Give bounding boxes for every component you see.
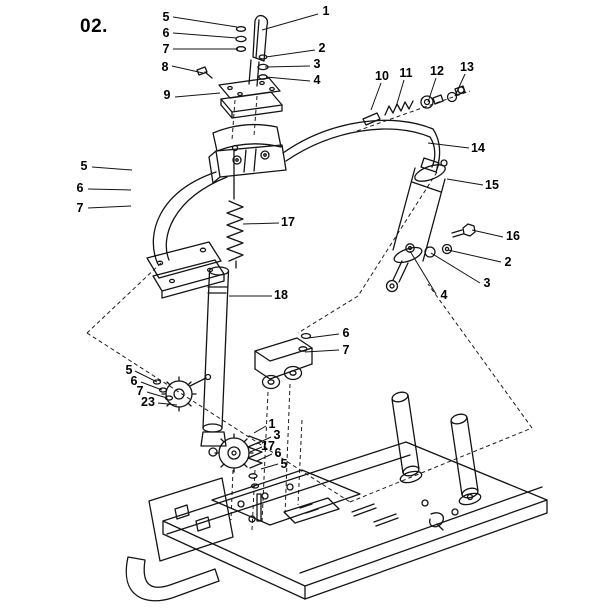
callout-13-linkage: 13 [460, 59, 474, 74]
callout-6-handle: 6 [162, 25, 170, 40]
callout-1-handle: 1 [322, 3, 330, 18]
callout-8-handle: 8 [161, 59, 169, 74]
callout-1-base: 1 [268, 416, 276, 431]
callout-4-handle: 4 [313, 72, 321, 87]
callout-5-handle: 5 [162, 9, 170, 24]
callout-11-linkage: 11 [399, 65, 413, 80]
callout-7-frame: 7 [76, 200, 84, 215]
callout-10-linkage: 10 [375, 68, 389, 83]
callout-17-base: 17 [261, 438, 275, 453]
callout-6-base: 6 [274, 445, 282, 460]
callout-3-handle: 3 [313, 56, 321, 71]
callout-5-frame: 5 [80, 158, 88, 173]
callout-6-frame: 6 [76, 180, 84, 195]
callout-6-gear: 6 [130, 373, 138, 388]
callout-4-cylinder: 4 [440, 287, 448, 302]
callout-3-base: 3 [273, 427, 281, 442]
callout-2-cylinder: 2 [504, 254, 512, 269]
callout-17-spring: 17 [281, 214, 295, 229]
callout-2-handle: 2 [318, 40, 326, 55]
callout-23-gear: 23 [141, 394, 155, 409]
callout-5-base: 5 [280, 456, 288, 471]
callout-7-handle: 7 [162, 41, 170, 56]
callout-6-bracket: 6 [342, 325, 350, 340]
callout-14-rod: 14 [471, 140, 485, 155]
callout-12-linkage: 12 [430, 63, 444, 78]
callout-7-gear: 7 [136, 383, 144, 398]
callout-7-bracket: 7 [342, 342, 350, 357]
callout-3-cylinder: 3 [483, 275, 491, 290]
callout-18-cylinder: 18 [274, 287, 288, 302]
callout-5-gear: 5 [125, 362, 133, 377]
callout-15-cylinder: 15 [485, 177, 499, 192]
callout-16-cylinder: 16 [506, 228, 520, 243]
figure-number: 02. [80, 16, 108, 37]
callout-9-handle: 9 [163, 87, 171, 102]
